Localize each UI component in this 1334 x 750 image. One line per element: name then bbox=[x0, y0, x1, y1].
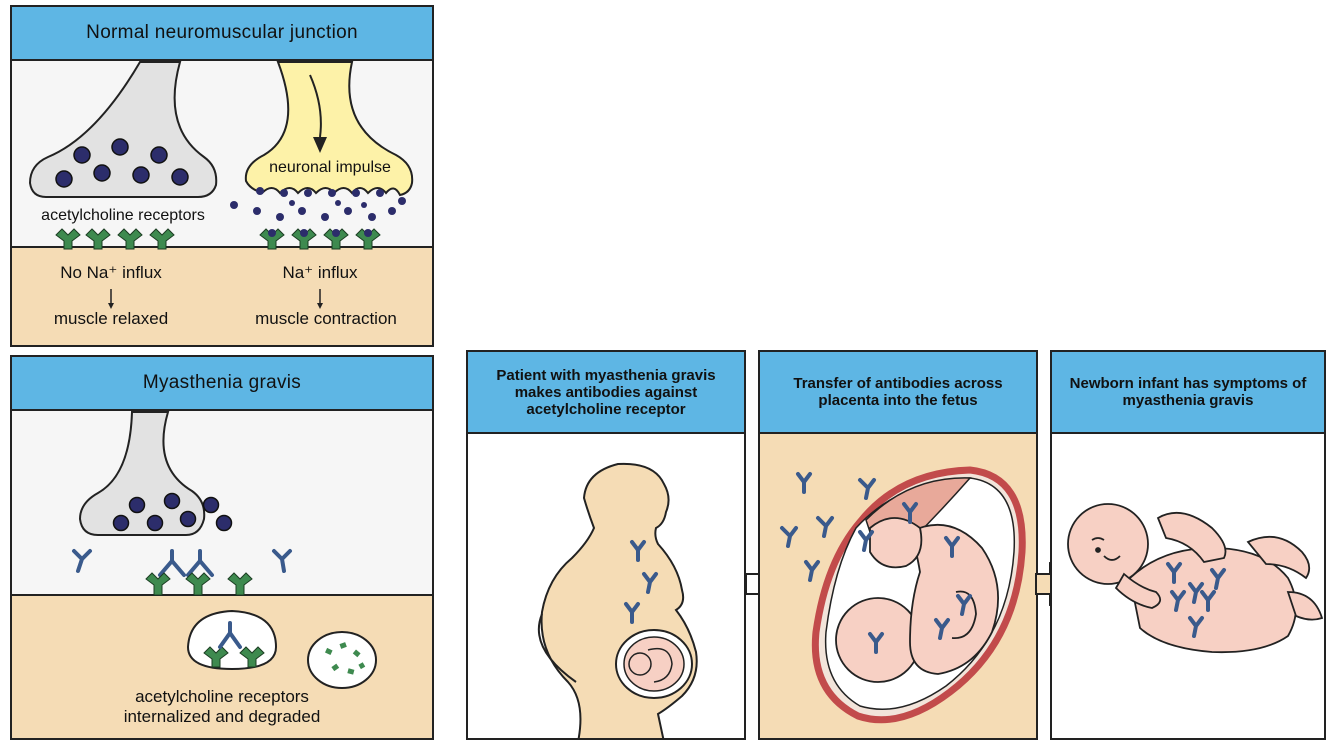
degraded-vesicle bbox=[307, 631, 377, 689]
neuron-terminal-resting bbox=[28, 61, 218, 198]
infant-face bbox=[1091, 537, 1121, 561]
vesicles-mg bbox=[112, 492, 233, 532]
panel-mg-title: Myasthenia gravis bbox=[12, 357, 432, 411]
left-influx-label: No Na⁺ influx bbox=[60, 263, 162, 282]
pregnant-patient-drawing bbox=[537, 462, 698, 738]
neuronal-impulse-label: neuronal impulse bbox=[269, 159, 391, 176]
receptors-right bbox=[259, 228, 381, 250]
free-antibodies bbox=[72, 549, 292, 573]
vesicles-resting bbox=[55, 138, 189, 188]
patient-silhouette bbox=[540, 462, 698, 738]
panel-transfer-title: Transfer of antibodies across placenta i… bbox=[760, 352, 1036, 434]
impulse-arrow-icon bbox=[313, 137, 327, 153]
mg-junction-drawing bbox=[12, 411, 432, 738]
panel-normal-title: Normal neuromuscular junction bbox=[12, 7, 432, 61]
mg-caption-line2: internalized and degraded bbox=[123, 707, 321, 726]
antibodies-newborn bbox=[1166, 562, 1226, 638]
normal-junction-drawing bbox=[12, 61, 432, 345]
left-result-label: muscle relaxed bbox=[53, 309, 169, 328]
right-influx-label: Na⁺ influx bbox=[282, 263, 358, 282]
muscle-region bbox=[12, 247, 432, 345]
receptors-left bbox=[55, 228, 175, 250]
panel-myasthenia-gravis: Myasthenia gravis bbox=[10, 355, 434, 740]
antibodies-patient bbox=[624, 540, 658, 624]
panel-newborn-title: Newborn infant has symptoms of myastheni… bbox=[1052, 352, 1324, 434]
internalized-vesicle bbox=[186, 609, 278, 671]
bound-antibodies bbox=[158, 549, 214, 577]
placenta-transfer-drawing bbox=[780, 466, 1026, 724]
mg-caption-line1: acetylcholine receptors bbox=[135, 687, 309, 706]
panel-patient-title: Patient with myasthenia gravis makes ant… bbox=[468, 352, 744, 434]
released-acetylcholine bbox=[230, 187, 406, 221]
antibodies-transfer bbox=[780, 472, 972, 654]
fetus bbox=[835, 517, 999, 683]
panel-newborn: Newborn infant has symptoms of myastheni… bbox=[1050, 350, 1326, 740]
right-result-label: muscle contraction bbox=[255, 309, 397, 328]
newborn-drawing bbox=[1067, 503, 1324, 654]
panel-transfer: Transfer of antibodies across placenta i… bbox=[758, 350, 1038, 740]
receptors-label: acetylcholine receptors bbox=[41, 207, 205, 224]
newborn-infant bbox=[1067, 503, 1324, 654]
receptor-fragments bbox=[325, 642, 366, 675]
receptors-mg bbox=[145, 572, 253, 596]
panel-patient: Patient with myasthenia gravis makes ant… bbox=[466, 350, 746, 740]
panel-normal-junction: Normal neuromuscular junction bbox=[10, 5, 434, 347]
